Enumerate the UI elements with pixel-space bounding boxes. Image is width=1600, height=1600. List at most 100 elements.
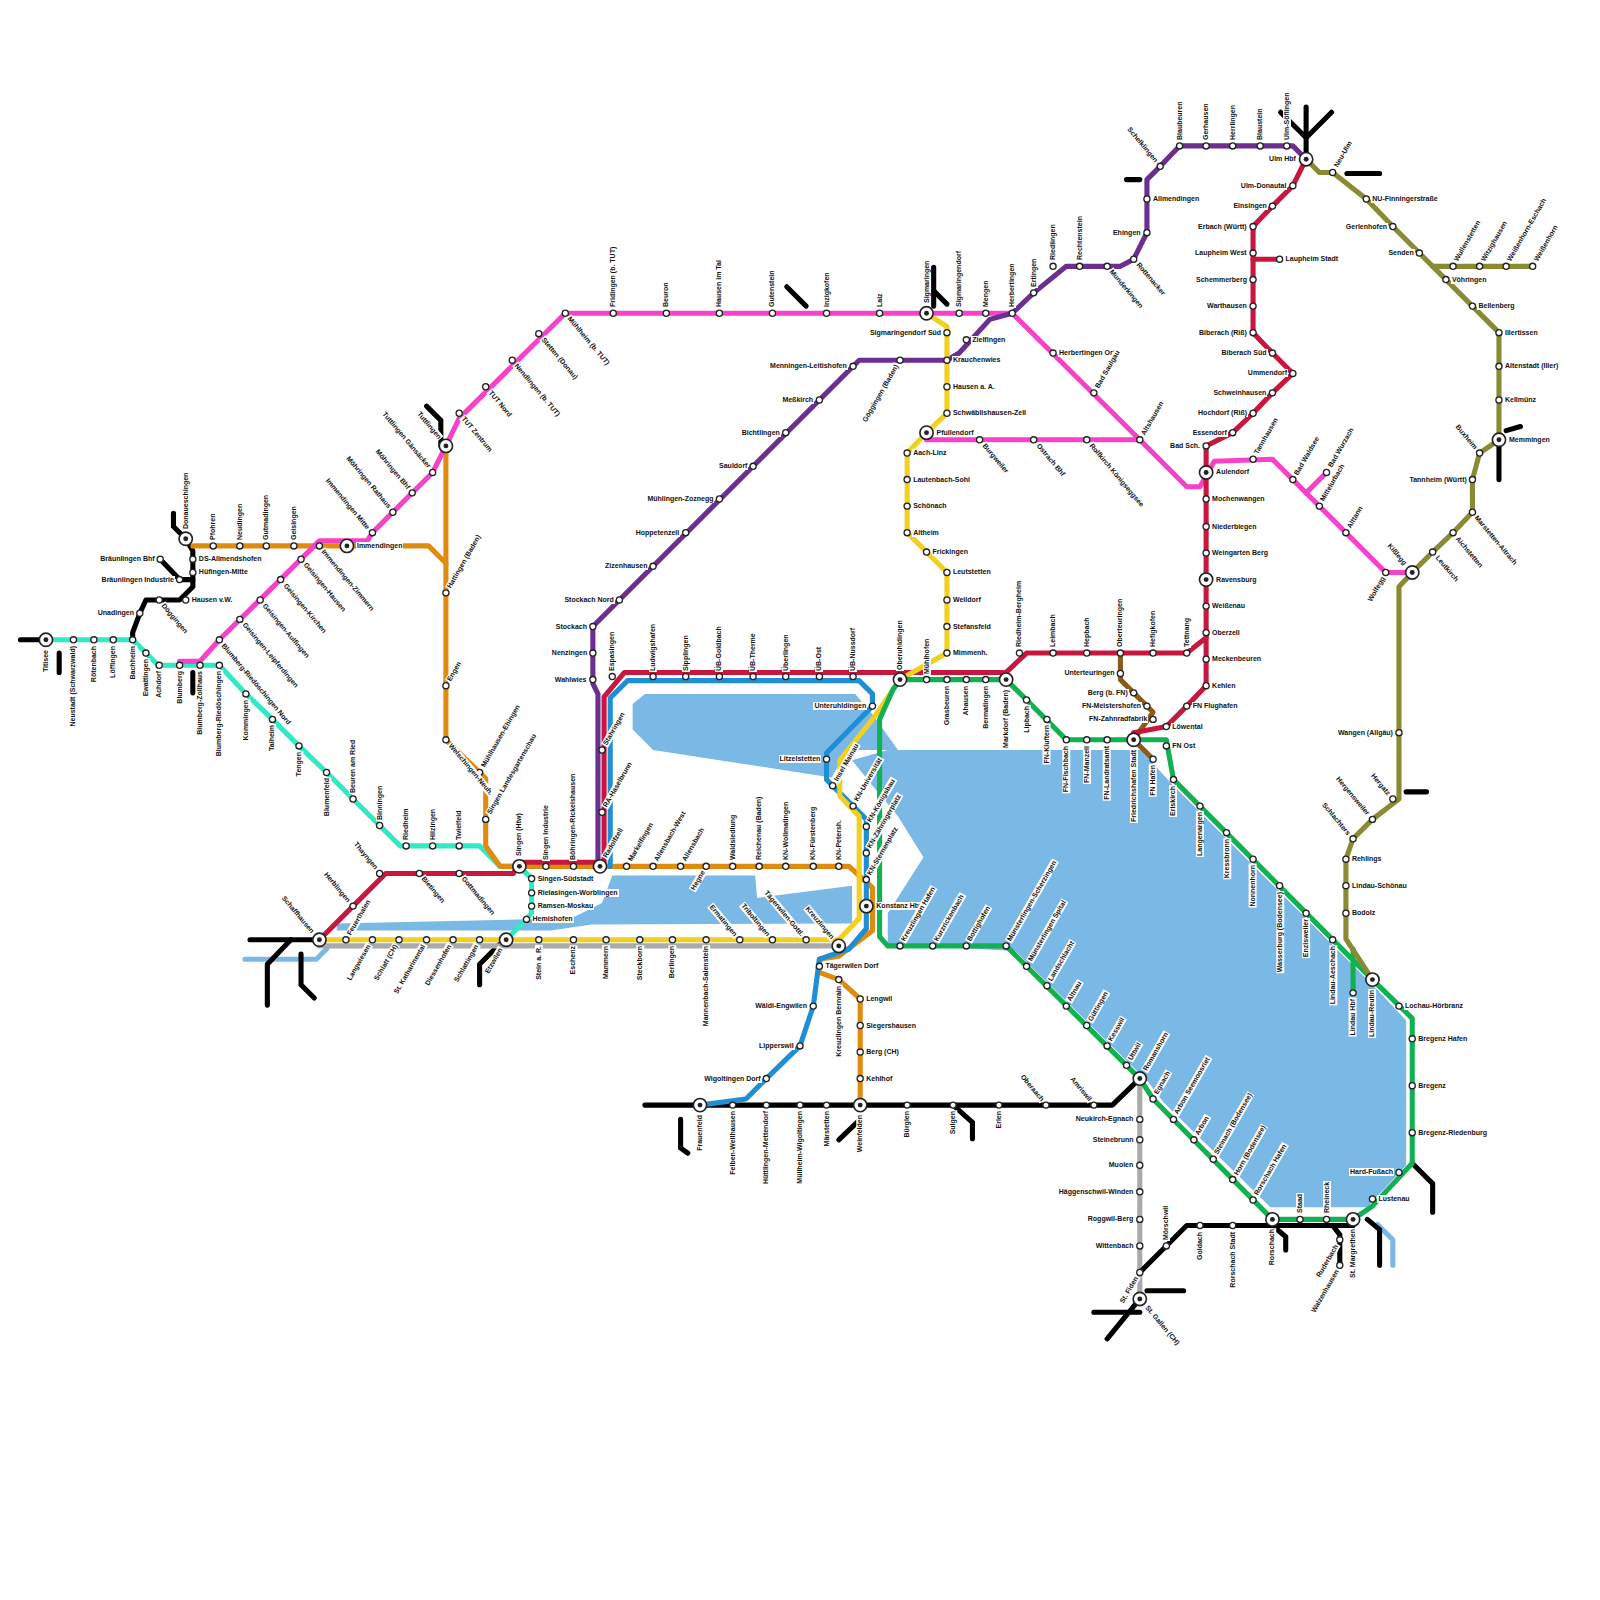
station-dot — [1184, 703, 1190, 709]
station-dot — [610, 310, 616, 316]
station-marker — [1343, 530, 1349, 536]
station-label: Blaustein — [1256, 107, 1264, 141]
station-dot — [1091, 390, 1097, 396]
station-dot — [1084, 737, 1090, 743]
station-dot — [1390, 223, 1396, 229]
station-label: Meßkirch — [781, 396, 814, 404]
station-marker — [1250, 330, 1256, 336]
station-marker — [590, 623, 596, 629]
station-label: Altshausen — [1139, 399, 1166, 437]
station-marker — [650, 563, 656, 569]
station-label: Gerlenhofen — [1345, 223, 1388, 231]
station-label: KN-Sternenplatz — [865, 824, 900, 877]
station-label: Wahlwies — [554, 676, 588, 684]
station-dot — [390, 509, 396, 515]
station-dot — [243, 691, 249, 697]
station-label: Binningen — [376, 784, 384, 820]
station-label: Schlachters — [1320, 800, 1353, 837]
station-dot — [1430, 549, 1436, 555]
station-marker — [703, 863, 709, 869]
station-marker — [1409, 1130, 1415, 1136]
rail-line — [446, 446, 873, 1105]
station-dot — [1170, 1116, 1176, 1122]
station-marker — [860, 899, 873, 912]
station-label: Pfohren — [209, 512, 217, 540]
station-label: Nenzingen — [551, 649, 588, 657]
station-dot — [197, 662, 203, 668]
station-label: Biberach Süd — [1220, 349, 1267, 357]
station-marker — [1009, 310, 1015, 316]
station-label: Mühlhofen — [923, 637, 931, 674]
station-label: Ramsen-Moskau — [537, 902, 595, 910]
station-dot — [1077, 263, 1083, 269]
station-marker — [1343, 856, 1349, 862]
station-label: Meckenbeuren — [1211, 655, 1262, 663]
station-dot — [893, 673, 906, 686]
station-label: Ermatingen — [707, 902, 739, 938]
station-dot — [810, 1003, 816, 1009]
station-dot — [1503, 263, 1509, 269]
station-dot — [183, 597, 189, 603]
station-dot — [944, 650, 950, 656]
station-marker — [1050, 350, 1056, 356]
station-marker — [1346, 1213, 1359, 1226]
station-label: Hepbach — [1083, 616, 1091, 648]
station-marker — [609, 673, 615, 679]
station-label: Ravensburg — [1215, 576, 1257, 584]
station-marker — [1492, 433, 1505, 446]
station-label: Allensbach — [680, 826, 707, 864]
station-dot — [130, 637, 136, 643]
station-label: Weildorf — [952, 596, 982, 604]
station-dot — [499, 933, 512, 946]
station-dot — [1250, 456, 1256, 462]
station-marker — [1117, 650, 1123, 656]
station-marker — [1104, 737, 1110, 743]
station-dot — [1337, 1262, 1343, 1268]
station-label: Uttwil — [1126, 1041, 1143, 1063]
station-label: Pfullendorf — [936, 429, 975, 437]
station-label: Bregenz — [1417, 1082, 1447, 1090]
station-marker — [499, 933, 512, 946]
station-dot — [1390, 796, 1396, 802]
station-dot — [857, 996, 863, 1002]
station-label: Hattingen (Baden) — [445, 533, 483, 591]
stub-lines — [20, 107, 1520, 1339]
station-dot — [269, 716, 275, 722]
station-marker — [1197, 803, 1203, 809]
station-label: Bregenz-Riedenburg — [1417, 1129, 1488, 1137]
station-marker — [857, 996, 863, 1002]
station-dot — [1163, 1243, 1169, 1249]
station-label: Ummendorf — [1247, 369, 1288, 377]
station-marker — [810, 1003, 816, 1009]
station-marker — [1430, 549, 1436, 555]
station-dot — [737, 937, 743, 943]
station-marker — [1137, 1243, 1143, 1249]
station-label: Gottmadingen — [459, 875, 497, 918]
station-marker — [1316, 503, 1322, 509]
station-label: St. Gallen (CH) — [1143, 1303, 1182, 1347]
station-marker — [130, 637, 136, 643]
station-label: Memmingen — [1508, 436, 1551, 444]
station-marker — [1390, 796, 1396, 802]
station-dot — [1316, 503, 1322, 509]
station-dot — [920, 307, 933, 320]
station-marker — [190, 569, 196, 575]
rail-line — [880, 680, 1413, 1220]
station-dot — [1203, 630, 1209, 636]
station-label: Niederbiegen — [1211, 523, 1257, 531]
station-marker — [944, 597, 950, 603]
station-dot — [590, 650, 596, 656]
station-marker — [278, 577, 284, 583]
station-marker — [1137, 1137, 1143, 1143]
station-marker — [1323, 469, 1329, 475]
station-marker — [1084, 737, 1090, 743]
station-dot — [1191, 1137, 1197, 1143]
station-dot — [869, 703, 875, 709]
station-dot — [609, 673, 615, 679]
station-marker — [1343, 910, 1349, 916]
station-label: Twielfeld — [455, 809, 463, 840]
station-dot — [756, 863, 762, 869]
station-label: Tannheim (Württ) — [1408, 476, 1467, 484]
station-dot — [1137, 1189, 1143, 1195]
station-marker — [823, 756, 829, 762]
